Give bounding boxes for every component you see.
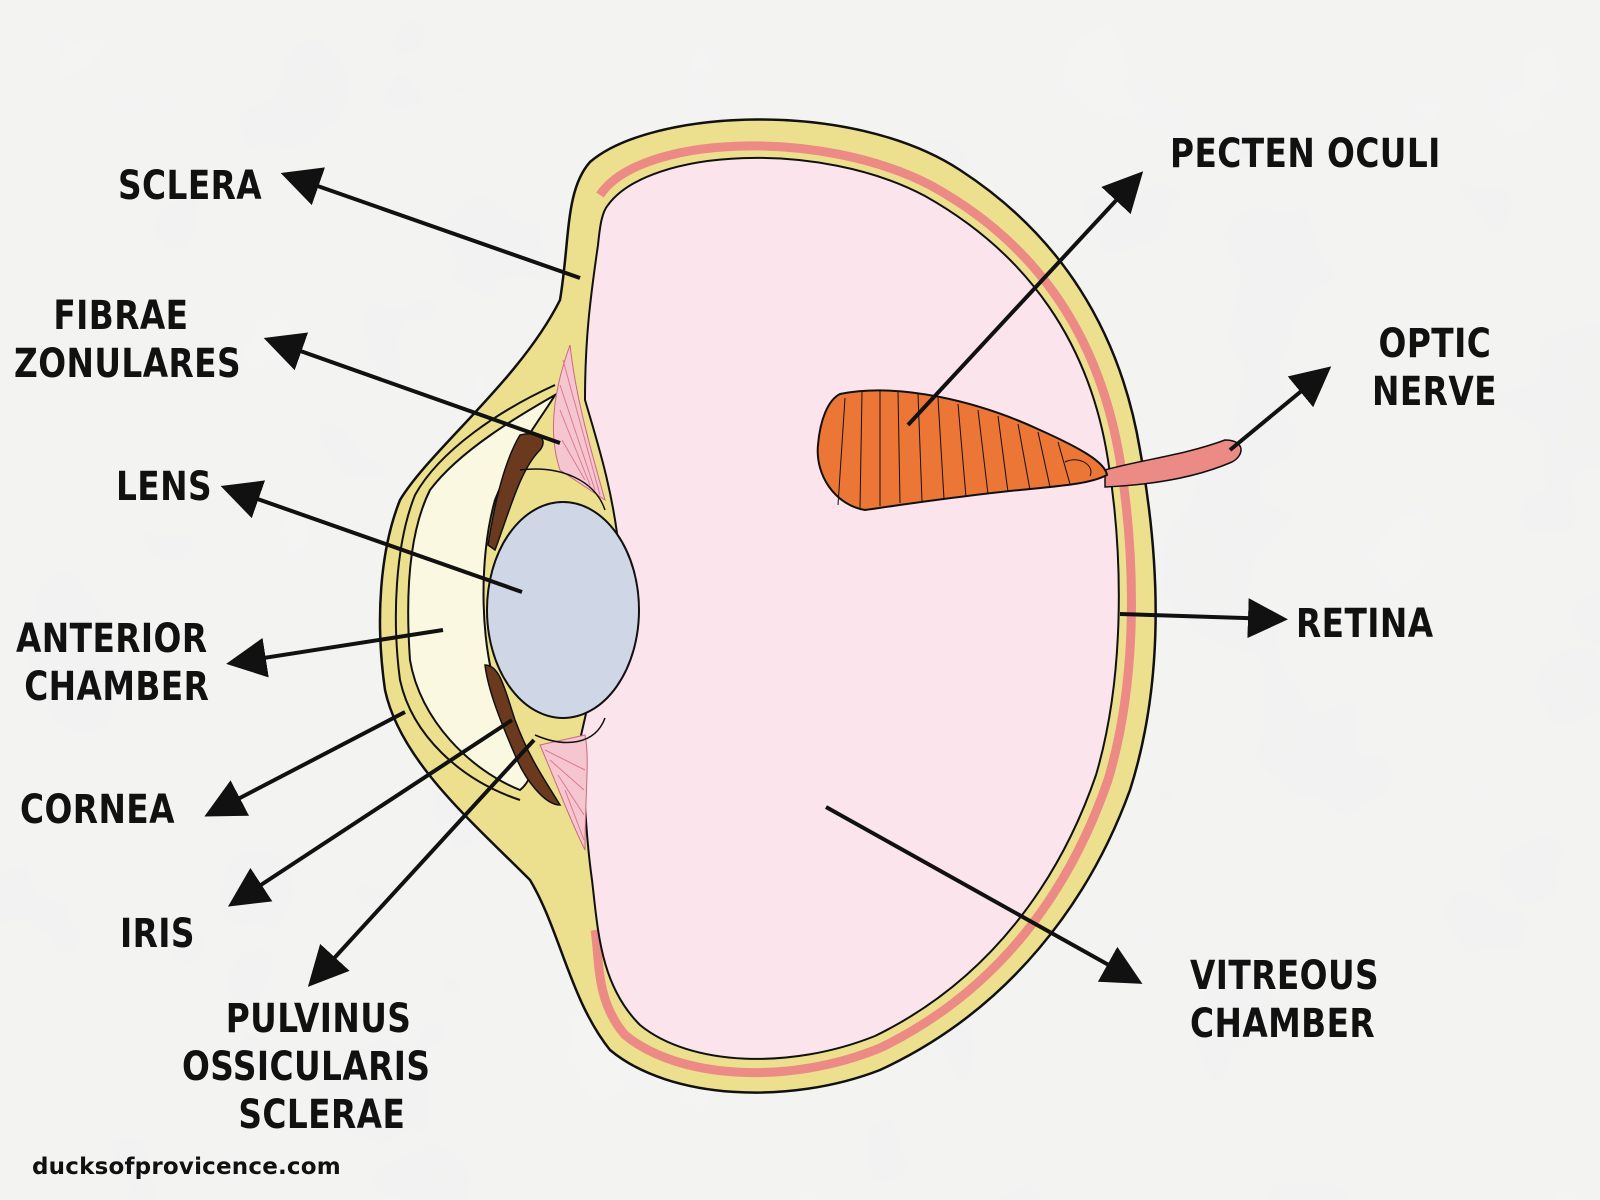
leader-sclera	[280, 167, 581, 280]
leader-vitreous-chamber	[825, 805, 1143, 984]
label-optic-nerve-line2: NERVE	[1372, 369, 1497, 415]
label-vitreous-chamber-line1: VITREOUS	[1190, 953, 1380, 999]
leader-lines	[204, 167, 1332, 987]
leader-cornea	[204, 710, 406, 817]
label-retina: RETINA	[1296, 601, 1434, 647]
iris-upper	[487, 433, 544, 552]
vitreous-chamber	[578, 156, 1120, 1060]
label-fibrae-zonulares: FIBRAE ZONULARES	[14, 292, 241, 388]
label-cornea: CORNEA	[20, 787, 175, 833]
zonule-lines	[544, 359, 601, 841]
fibrae-zonulares-lower	[539, 734, 588, 851]
leader-pulvinus	[307, 738, 536, 987]
label-iris: IRIS	[120, 911, 195, 957]
cornea	[394, 384, 556, 801]
label-pecten-oculi: PECTEN OCULI	[1170, 131, 1441, 177]
fibrae-zonulares-upper	[552, 344, 606, 502]
label-sclera: SCLERA	[118, 163, 263, 209]
lens	[486, 501, 640, 719]
optic-nerve	[1104, 439, 1242, 488]
leader-optic-nerve	[1228, 366, 1332, 452]
label-lens: LENS	[116, 464, 213, 510]
label-anterior-chamber: ANTERIOR CHAMBER	[16, 615, 209, 711]
leader-anterior-chamber	[226, 628, 444, 678]
label-vitreous-chamber: VITREOUS CHAMBER	[1190, 952, 1379, 1048]
label-optic-nerve: OPTIC NERVE	[1372, 320, 1497, 416]
label-vitreous-chamber-line2: CHAMBER	[1190, 1001, 1376, 1047]
label-anterior-chamber-line2: CHAMBER	[24, 664, 210, 710]
label-optic-nerve-line1: OPTIC	[1378, 321, 1492, 367]
anterior-chamber	[407, 392, 558, 792]
lens-capsule-upper	[519, 468, 606, 511]
lens-capsule-lower	[534, 717, 606, 744]
label-anterior-chamber-line1: ANTERIOR	[16, 616, 208, 662]
leader-fibrae-zonulares	[263, 332, 561, 445]
label-pulvinus-line1: PULVINUS	[225, 996, 412, 1042]
label-pulvinus-ossicularis-sclerae: PULVINUS OSSICULARIS SCLERAE	[182, 995, 430, 1139]
label-fibrae-zonulares-line1: FIBRAE	[53, 293, 189, 339]
leader-lens	[220, 480, 523, 594]
iris-lower	[484, 664, 562, 806]
credit-watermark: ducksofprovicence.com	[32, 1154, 341, 1180]
label-pulvinus-line2: OSSICULARIS	[182, 1044, 431, 1090]
leader-retina	[1119, 598, 1288, 639]
retina-layer	[590, 141, 1136, 1078]
label-fibrae-zonulares-line2: ZONULARES	[14, 341, 242, 387]
leader-iris	[227, 718, 514, 907]
label-pulvinus-line3: SCLERAE	[238, 1092, 406, 1138]
leader-pecten-oculi	[906, 171, 1144, 427]
